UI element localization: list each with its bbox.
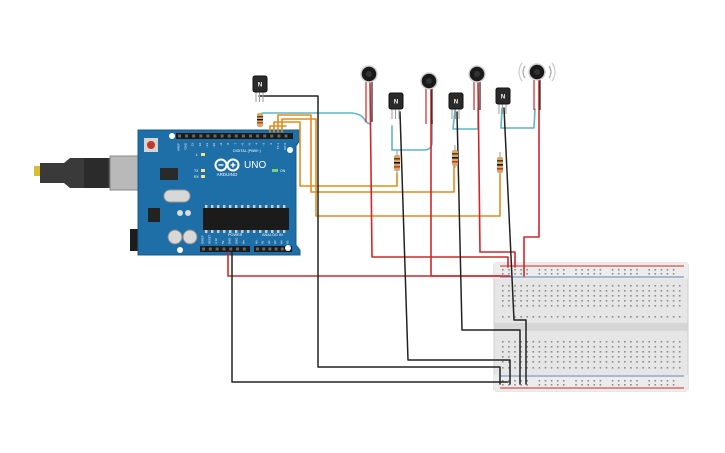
vibration-motor-active[interactable]	[518, 62, 556, 110]
arduino-logo-icon	[214, 158, 240, 172]
orange-wire	[277, 114, 455, 193]
analog-header	[254, 246, 292, 252]
digital-pin-label: RX 0	[283, 143, 287, 150]
vibration-motor[interactable]	[360, 65, 378, 122]
atmega-chip	[203, 208, 289, 230]
vibration-wave-icon	[551, 62, 556, 82]
power-pin-label: 5V	[221, 240, 225, 244]
orange-wire	[273, 121, 398, 187]
digital-pin-label: 2	[269, 143, 273, 145]
usb-port	[109, 155, 143, 191]
capacitor	[167, 229, 183, 245]
led-label-l: L	[196, 153, 198, 157]
analog-pin-label: A2	[267, 240, 271, 244]
power-pin-label: IOREF	[201, 235, 205, 244]
digital-pin-label: 12	[198, 143, 202, 147]
power-header-label: POWER	[228, 233, 243, 237]
transistor-label: N	[258, 83, 262, 89]
digital-pin-label: 8	[226, 143, 230, 145]
digital-pin-label: ~10	[212, 143, 216, 148]
vibration-motor[interactable]	[420, 72, 438, 124]
analog-pin-label: A4	[279, 240, 283, 244]
on-led	[272, 169, 278, 172]
analog-pin-label: A0	[255, 240, 259, 244]
vibration-wave-icon	[518, 62, 523, 82]
crystal	[163, 189, 191, 203]
black-wire	[258, 95, 501, 385]
black-wire	[503, 107, 527, 385]
transistor-label: N	[501, 95, 505, 101]
digital-pin-label: 7	[233, 143, 237, 145]
analog-header-label: ANALOG IN	[262, 233, 283, 237]
power-pin-label: 3.3V	[214, 238, 218, 244]
digital-pin-label: 13	[191, 143, 195, 147]
black-wire	[456, 111, 521, 385]
digital-pin-label: ~3	[262, 143, 266, 147]
brand-label: ARDUINO	[217, 172, 238, 177]
red-wire	[369, 81, 509, 268]
led-label-rx: RX	[194, 175, 200, 179]
black-wire	[399, 111, 511, 385]
resistor[interactable]	[257, 113, 263, 127]
red-wire	[523, 79, 540, 277]
digital-pin-label: ~9	[219, 143, 223, 147]
analog-pin-label: A1	[261, 240, 265, 244]
digital-pin-label: AREF	[177, 143, 181, 151]
usb-chip	[160, 168, 178, 180]
teal-wire	[391, 119, 433, 151]
breadboard[interactable]	[493, 262, 689, 392]
orange-wire	[281, 118, 501, 217]
analog-pin-label: A5	[286, 240, 290, 244]
red-wire	[227, 251, 501, 277]
vibration-motor[interactable]	[468, 65, 486, 110]
digital-pin-label: TX 1	[276, 143, 280, 150]
wires	[227, 79, 540, 385]
npn-transistor[interactable]: N	[448, 92, 464, 119]
analog-pin-label: A3	[273, 240, 277, 244]
power-pin-label: GND	[235, 238, 239, 244]
voltage-regulator	[148, 208, 160, 222]
teal-wire	[500, 107, 536, 129]
digital-pin-label: ~11	[205, 143, 209, 148]
digital-header	[176, 133, 293, 139]
capacitor	[182, 229, 198, 245]
resistor[interactable]	[452, 145, 458, 168]
vibration-wave-icon	[548, 65, 552, 79]
on-label: ON	[280, 169, 286, 173]
red-wire	[430, 85, 511, 277]
digital-pin-label: GND	[184, 142, 188, 150]
digital-pin-label: 4	[255, 143, 259, 145]
red-wire	[477, 79, 516, 268]
orange-wire	[269, 125, 287, 133]
transistors: N N N N	[252, 75, 511, 119]
resistor[interactable]	[394, 150, 400, 175]
npn-transistor[interactable]: N	[495, 87, 511, 114]
power-pin-label: RESET	[207, 234, 211, 244]
npn-transistor[interactable]: N	[388, 92, 404, 119]
power-pin-label: Vin	[241, 240, 245, 244]
breadboard-holes	[502, 269, 681, 386]
power-pin-label: GND	[228, 238, 232, 244]
digital-pin-label: ~6	[240, 143, 244, 147]
transistor-label: N	[454, 100, 458, 106]
digital-pin-label: ~5	[248, 143, 252, 147]
model-label: UNO	[244, 160, 266, 171]
black-wire	[231, 251, 509, 383]
transistor-label: N	[394, 100, 398, 106]
digital-header-label: DIGITAL (PWM~)	[233, 149, 261, 153]
resistor[interactable]	[497, 152, 503, 176]
led-label-tx: TX	[194, 169, 199, 173]
npn-transistor[interactable]: N	[252, 75, 268, 102]
vibration-wave-icon	[522, 65, 526, 79]
